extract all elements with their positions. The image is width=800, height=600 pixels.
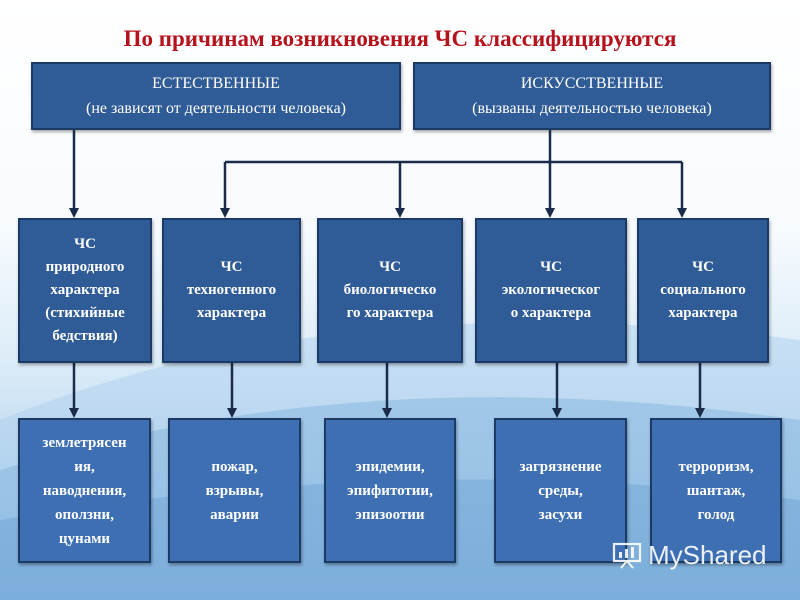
category-natural-box: ЕСТЕСТВЕННЫЕ (не зависят от деятельности … [31,62,401,130]
category-artificial-desc: (вызваны деятельностью человека) [472,100,712,117]
category-natural-name: ЕСТЕСТВЕННЫЕ [152,75,280,92]
type-biological-label: ЧС биологическо го характера [343,259,437,321]
watermark-text: MyShared [648,539,767,570]
type-ecological-label: ЧС экологическог о характера [501,259,601,321]
type-technogenic-box: ЧС техногенного характера [162,218,301,363]
type-social-box: ЧС социального характера [637,218,769,363]
examples-natural-text: землетрясен ия, наводнения, оползни, цун… [42,434,127,547]
examples-social-box: терроризм, шантаж, голод [650,418,782,563]
page-title: По причинам возникновения ЧС классифицир… [123,26,677,51]
category-artificial-name: ИСКУССТВЕННЫЕ [520,75,664,92]
type-ecological-box: ЧС экологическог о характера [475,218,627,363]
examples-ecological-text: загрязнение среды, засухи [519,458,602,523]
watermark-logo: MyShared [612,538,767,572]
type-technogenic-label: ЧС техногенного характера [186,259,277,321]
examples-technogenic-text: пожар, взрывы, аварии [205,458,264,523]
examples-biological-box: эпидемии, эпифитотии, эпизоотии [324,418,456,563]
type-biological-box: ЧС биологическо го характера [317,218,463,363]
examples-ecological-box: загрязнение среды, засухи [494,418,627,563]
examples-natural-box: землетрясен ия, наводнения, оползни, цун… [18,418,151,563]
examples-technogenic-box: пожар, взрывы, аварии [168,418,301,563]
category-artificial-box: ИСКУССТВЕННЫЕ (вызваны деятельностью чело… [413,62,771,130]
category-natural-desc: (не зависят от деятельности человека) [85,100,346,117]
type-natural-box: ЧС природного характера (стихийные бедст… [18,218,152,363]
type-social-label: ЧС социального характера [660,259,746,321]
type-natural-label: ЧС природного характера (стихийные бедст… [45,236,125,344]
examples-social-text: терроризм, шантаж, голод [678,458,754,523]
examples-biological-text: эпидемии, эпифитотии, эпизоотии [347,458,433,523]
presentation-board-icon [612,542,642,569]
